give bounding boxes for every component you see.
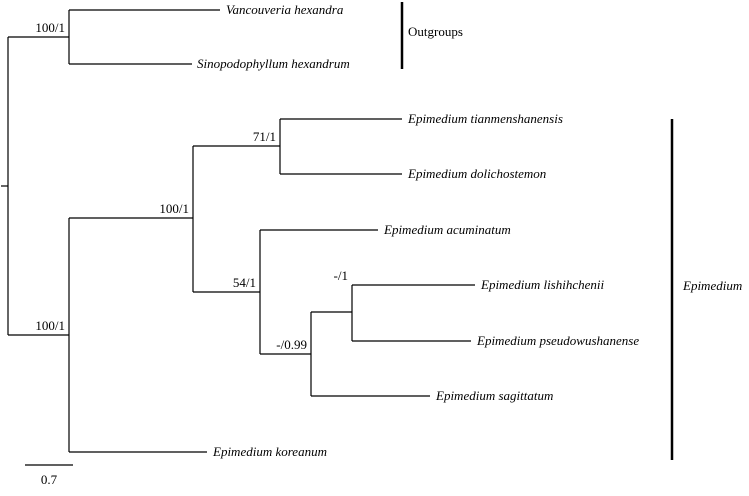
support-value: -/0.99 [276, 337, 307, 352]
taxon-label: Sinopodophyllum hexandrum [197, 56, 350, 71]
support-value: -/1 [334, 268, 348, 283]
support-value: 54/1 [233, 275, 256, 290]
taxon-label: Epimedium koreanum [212, 444, 327, 459]
epimedium-label: Epimedium [682, 278, 742, 293]
outgroups-label: Outgroups [408, 24, 463, 39]
taxon-label: Epimedium lishihchenii [480, 277, 605, 292]
taxon-label: Epimedium dolichostemon [407, 166, 546, 181]
taxon-label: Epimedium tianmenshanensis [407, 111, 563, 126]
support-value: 100/1 [159, 201, 189, 216]
support-value: 100/1 [35, 20, 65, 35]
support-value: 100/1 [35, 318, 65, 333]
taxon-label: Vancouveria hexandra [226, 2, 344, 17]
support-value: 71/1 [253, 129, 276, 144]
taxon-label: Epimedium acuminatum [383, 222, 511, 237]
scale-bar-label: 0.7 [41, 472, 58, 487]
taxon-label: Epimedium pseudowushanense [476, 333, 639, 348]
taxon-label: Epimedium sagittatum [435, 388, 553, 403]
